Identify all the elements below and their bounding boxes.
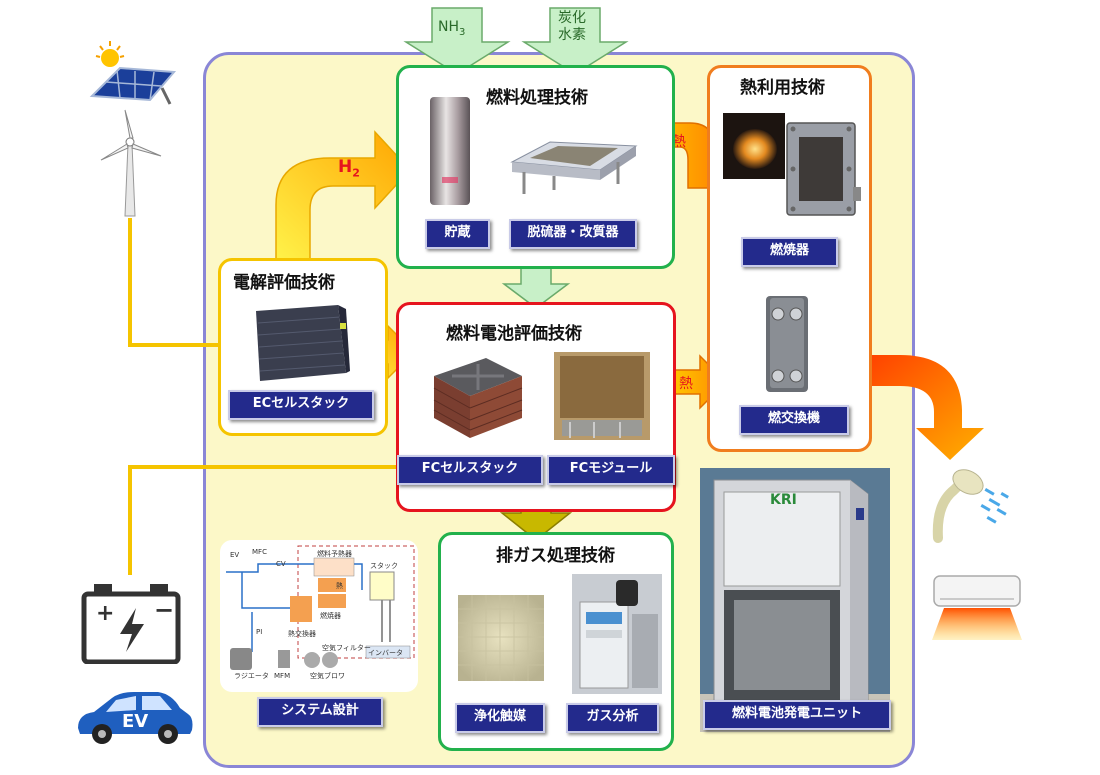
burner-image bbox=[723, 113, 861, 216]
h2-text: H bbox=[338, 157, 353, 177]
svg-text:+: + bbox=[96, 601, 114, 626]
storage-label: 貯蔵 bbox=[425, 219, 490, 249]
electrolysis-title: 電解評価技術 bbox=[233, 273, 335, 293]
battery-icon: + − bbox=[81, 584, 181, 664]
sd-text-11: ラジエータ bbox=[234, 671, 269, 680]
nh3-arrow bbox=[403, 7, 511, 75]
sd-text-12: MFM bbox=[274, 672, 290, 680]
heat-label-top: 熱 bbox=[672, 134, 686, 150]
heat-label-mid: 熱 bbox=[679, 376, 693, 392]
sd-text-13: 空気ブロワ bbox=[310, 671, 345, 680]
sd-text-5: 燃焼器 bbox=[320, 611, 341, 620]
svg-text:−: − bbox=[154, 596, 174, 624]
gas-analysis-label: ガス分析 bbox=[566, 703, 659, 733]
shower-icon bbox=[932, 469, 1009, 543]
h2-label-top: H2 bbox=[338, 157, 360, 179]
sd-text-2: CV bbox=[276, 560, 286, 568]
heat-utilization-title: 熱利用技術 bbox=[740, 78, 825, 98]
purification-catalyst-label: 浄化触媒 bbox=[455, 703, 545, 733]
power-unit-label: 燃料電池発電ユニット bbox=[703, 700, 891, 730]
ev-badge: EV bbox=[122, 711, 149, 732]
system-design-label: システム設計 bbox=[257, 697, 383, 727]
system-design-diagram: EV MFC CV 燃料予熱器 熱 燃焼器 スタック PI 熱交換器 空気フィル… bbox=[226, 545, 415, 680]
fc-module-image bbox=[554, 352, 650, 440]
hydrocarbon-text-2: 水素 bbox=[558, 27, 586, 43]
heat-output-arrow bbox=[852, 355, 984, 460]
desulfurizer-reformer-label: 脱硫器・改質器 bbox=[509, 219, 637, 249]
wind-turbine-icon bbox=[100, 109, 162, 217]
sd-text-10: インバータ bbox=[368, 648, 403, 657]
reformer-image bbox=[510, 141, 638, 194]
fuel-cell-title: 燃料電池評価技術 bbox=[446, 324, 582, 344]
hydrocarbon-text-1: 炭化 bbox=[558, 10, 586, 26]
electric-car-icon bbox=[78, 692, 193, 744]
fc-cell-stack-label: FCセルスタック bbox=[397, 455, 543, 485]
sd-text-3: 燃料予熱器 bbox=[317, 549, 352, 558]
sd-text-6: スタック bbox=[370, 561, 398, 570]
nh3-label: NH3 bbox=[438, 19, 465, 38]
storage-tank-image bbox=[430, 97, 470, 205]
sd-text-0: EV bbox=[230, 551, 239, 559]
sd-text-4: 熱 bbox=[336, 581, 343, 590]
ec-cell-stack-image bbox=[256, 305, 350, 381]
power-unit-photo bbox=[700, 468, 890, 732]
wire-fc-to-battery bbox=[128, 465, 398, 575]
sd-text-8: 熱交換器 bbox=[288, 629, 316, 638]
hydrocarbon-label: 炭化 水素 bbox=[558, 10, 586, 44]
fc-module-label: FCモジュール bbox=[547, 455, 675, 485]
hydrocarbon-arrow bbox=[521, 7, 629, 75]
kri-logo: KRI bbox=[770, 492, 797, 508]
solar-panel-icon bbox=[89, 41, 177, 105]
nh3-subscript: 3 bbox=[459, 26, 466, 38]
heat-exchanger-label: 燃交換機 bbox=[739, 405, 849, 435]
nh3-text: NH bbox=[438, 19, 459, 35]
ec-cell-stack-label: ECセルスタック bbox=[228, 390, 374, 420]
exhaust-title: 排ガス処理技術 bbox=[496, 546, 615, 566]
h2-subscript: 2 bbox=[352, 166, 360, 180]
sd-text-7: PI bbox=[256, 628, 262, 636]
air-conditioner-icon bbox=[932, 575, 1022, 640]
h2-bent-arrow bbox=[275, 130, 412, 263]
wire-renewable-to-ec bbox=[128, 218, 248, 347]
burner-label: 燃焼器 bbox=[741, 237, 838, 267]
sd-text-9: 空気フィルター bbox=[322, 643, 371, 652]
sd-text-1: MFC bbox=[252, 548, 267, 556]
fc-cell-stack-image bbox=[433, 358, 523, 438]
gas-analyzer-image bbox=[572, 574, 662, 694]
fuel-processing-title: 燃料処理技術 bbox=[486, 88, 588, 108]
catalyst-image bbox=[458, 595, 544, 681]
heat-exchanger-image bbox=[766, 296, 808, 392]
